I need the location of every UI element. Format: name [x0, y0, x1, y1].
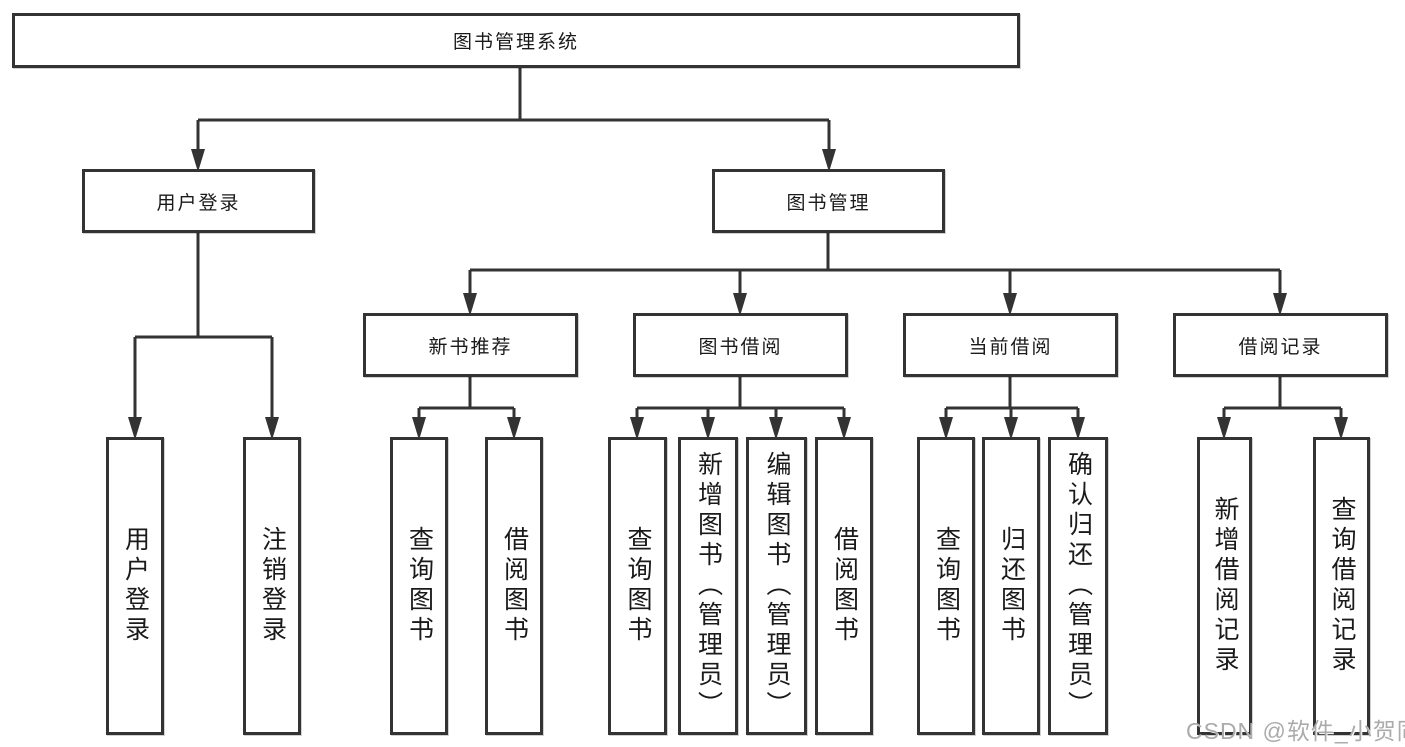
leaf-borrow-books-1: 借阅图书 [485, 437, 543, 735]
leaf-user-login-label: 用户登录 [121, 526, 150, 646]
leaf-add-books-admin-label: 新增图书（管理员） [694, 451, 723, 721]
node-user-login: 用户登录 [82, 169, 315, 233]
connector-bookborrow-to-leaves [630, 377, 851, 440]
node-borrowing-records: 借阅记录 [1173, 313, 1388, 377]
node-new-book-recommendation-label: 新书推荐 [428, 336, 513, 358]
leaf-borrow-books-1-label: 借阅图书 [500, 526, 529, 646]
node-book-management-label: 图书管理 [786, 192, 871, 214]
leaf-query-books-1-label: 查询图书 [405, 526, 434, 646]
leaf-borrow-books-2: 借阅图书 [815, 437, 873, 735]
connector-newbook-to-leaves [412, 377, 521, 440]
leaf-return-books: 归还图书 [982, 437, 1040, 735]
leaf-query-books-2-label: 查询图书 [624, 526, 652, 646]
csdn-watermark: CSDN @软件_小贺同学 [1186, 718, 1405, 744]
node-root-system: 图书管理系统 [12, 13, 1020, 68]
connector-userlogin-to-leaves [128, 233, 279, 440]
leaf-query-books-3-label: 查询图书 [932, 526, 961, 646]
node-book-borrowing: 图书借阅 [633, 313, 848, 377]
leaf-add-borrow-record-label: 新增借阅记录 [1211, 496, 1239, 676]
leaf-confirm-return-admin: 确认归还（管理员） [1048, 437, 1108, 735]
leaf-user-login: 用户登录 [106, 437, 164, 735]
node-book-borrowing-label: 图书借阅 [698, 336, 783, 358]
leaf-confirm-return-admin-label: 确认归还（管理员） [1064, 451, 1093, 721]
leaf-add-books-admin: 新增图书（管理员） [678, 437, 738, 735]
node-root-system-label: 图书管理系统 [452, 32, 579, 53]
leaf-return-books-label: 归还图书 [997, 526, 1026, 646]
node-book-management: 图书管理 [712, 169, 945, 233]
connector-bookmgmt-to-level3 [463, 233, 1287, 316]
leaf-query-borrow-record-label: 查询借阅记录 [1328, 496, 1356, 676]
connector-records-to-leaves [1217, 377, 1348, 440]
node-borrowing-records-label: 借阅记录 [1238, 336, 1323, 358]
node-current-borrowing: 当前借阅 [903, 313, 1118, 377]
node-new-book-recommendation: 新书推荐 [363, 313, 578, 377]
node-user-login-label: 用户登录 [156, 192, 241, 214]
leaf-query-borrow-record: 查询借阅记录 [1313, 437, 1370, 735]
connector-currentborrow-to-leaves [939, 377, 1085, 440]
leaf-logout-label: 注销登录 [258, 526, 287, 646]
leaf-borrow-books-2-label: 借阅图书 [830, 526, 859, 646]
leaf-add-borrow-record: 新增借阅记录 [1197, 437, 1252, 735]
leaf-query-books-1: 查询图书 [390, 437, 448, 735]
leaf-query-books-2: 查询图书 [608, 437, 667, 735]
leaf-query-books-3: 查询图书 [917, 437, 975, 735]
leaf-edit-books-admin: 编辑图书（管理员） [746, 437, 807, 735]
leaf-edit-books-admin-label: 编辑图书（管理员） [763, 451, 791, 721]
leaf-logout: 注销登录 [243, 437, 301, 735]
connector-root-to-level2 [191, 68, 836, 172]
node-current-borrowing-label: 当前借阅 [968, 336, 1053, 358]
